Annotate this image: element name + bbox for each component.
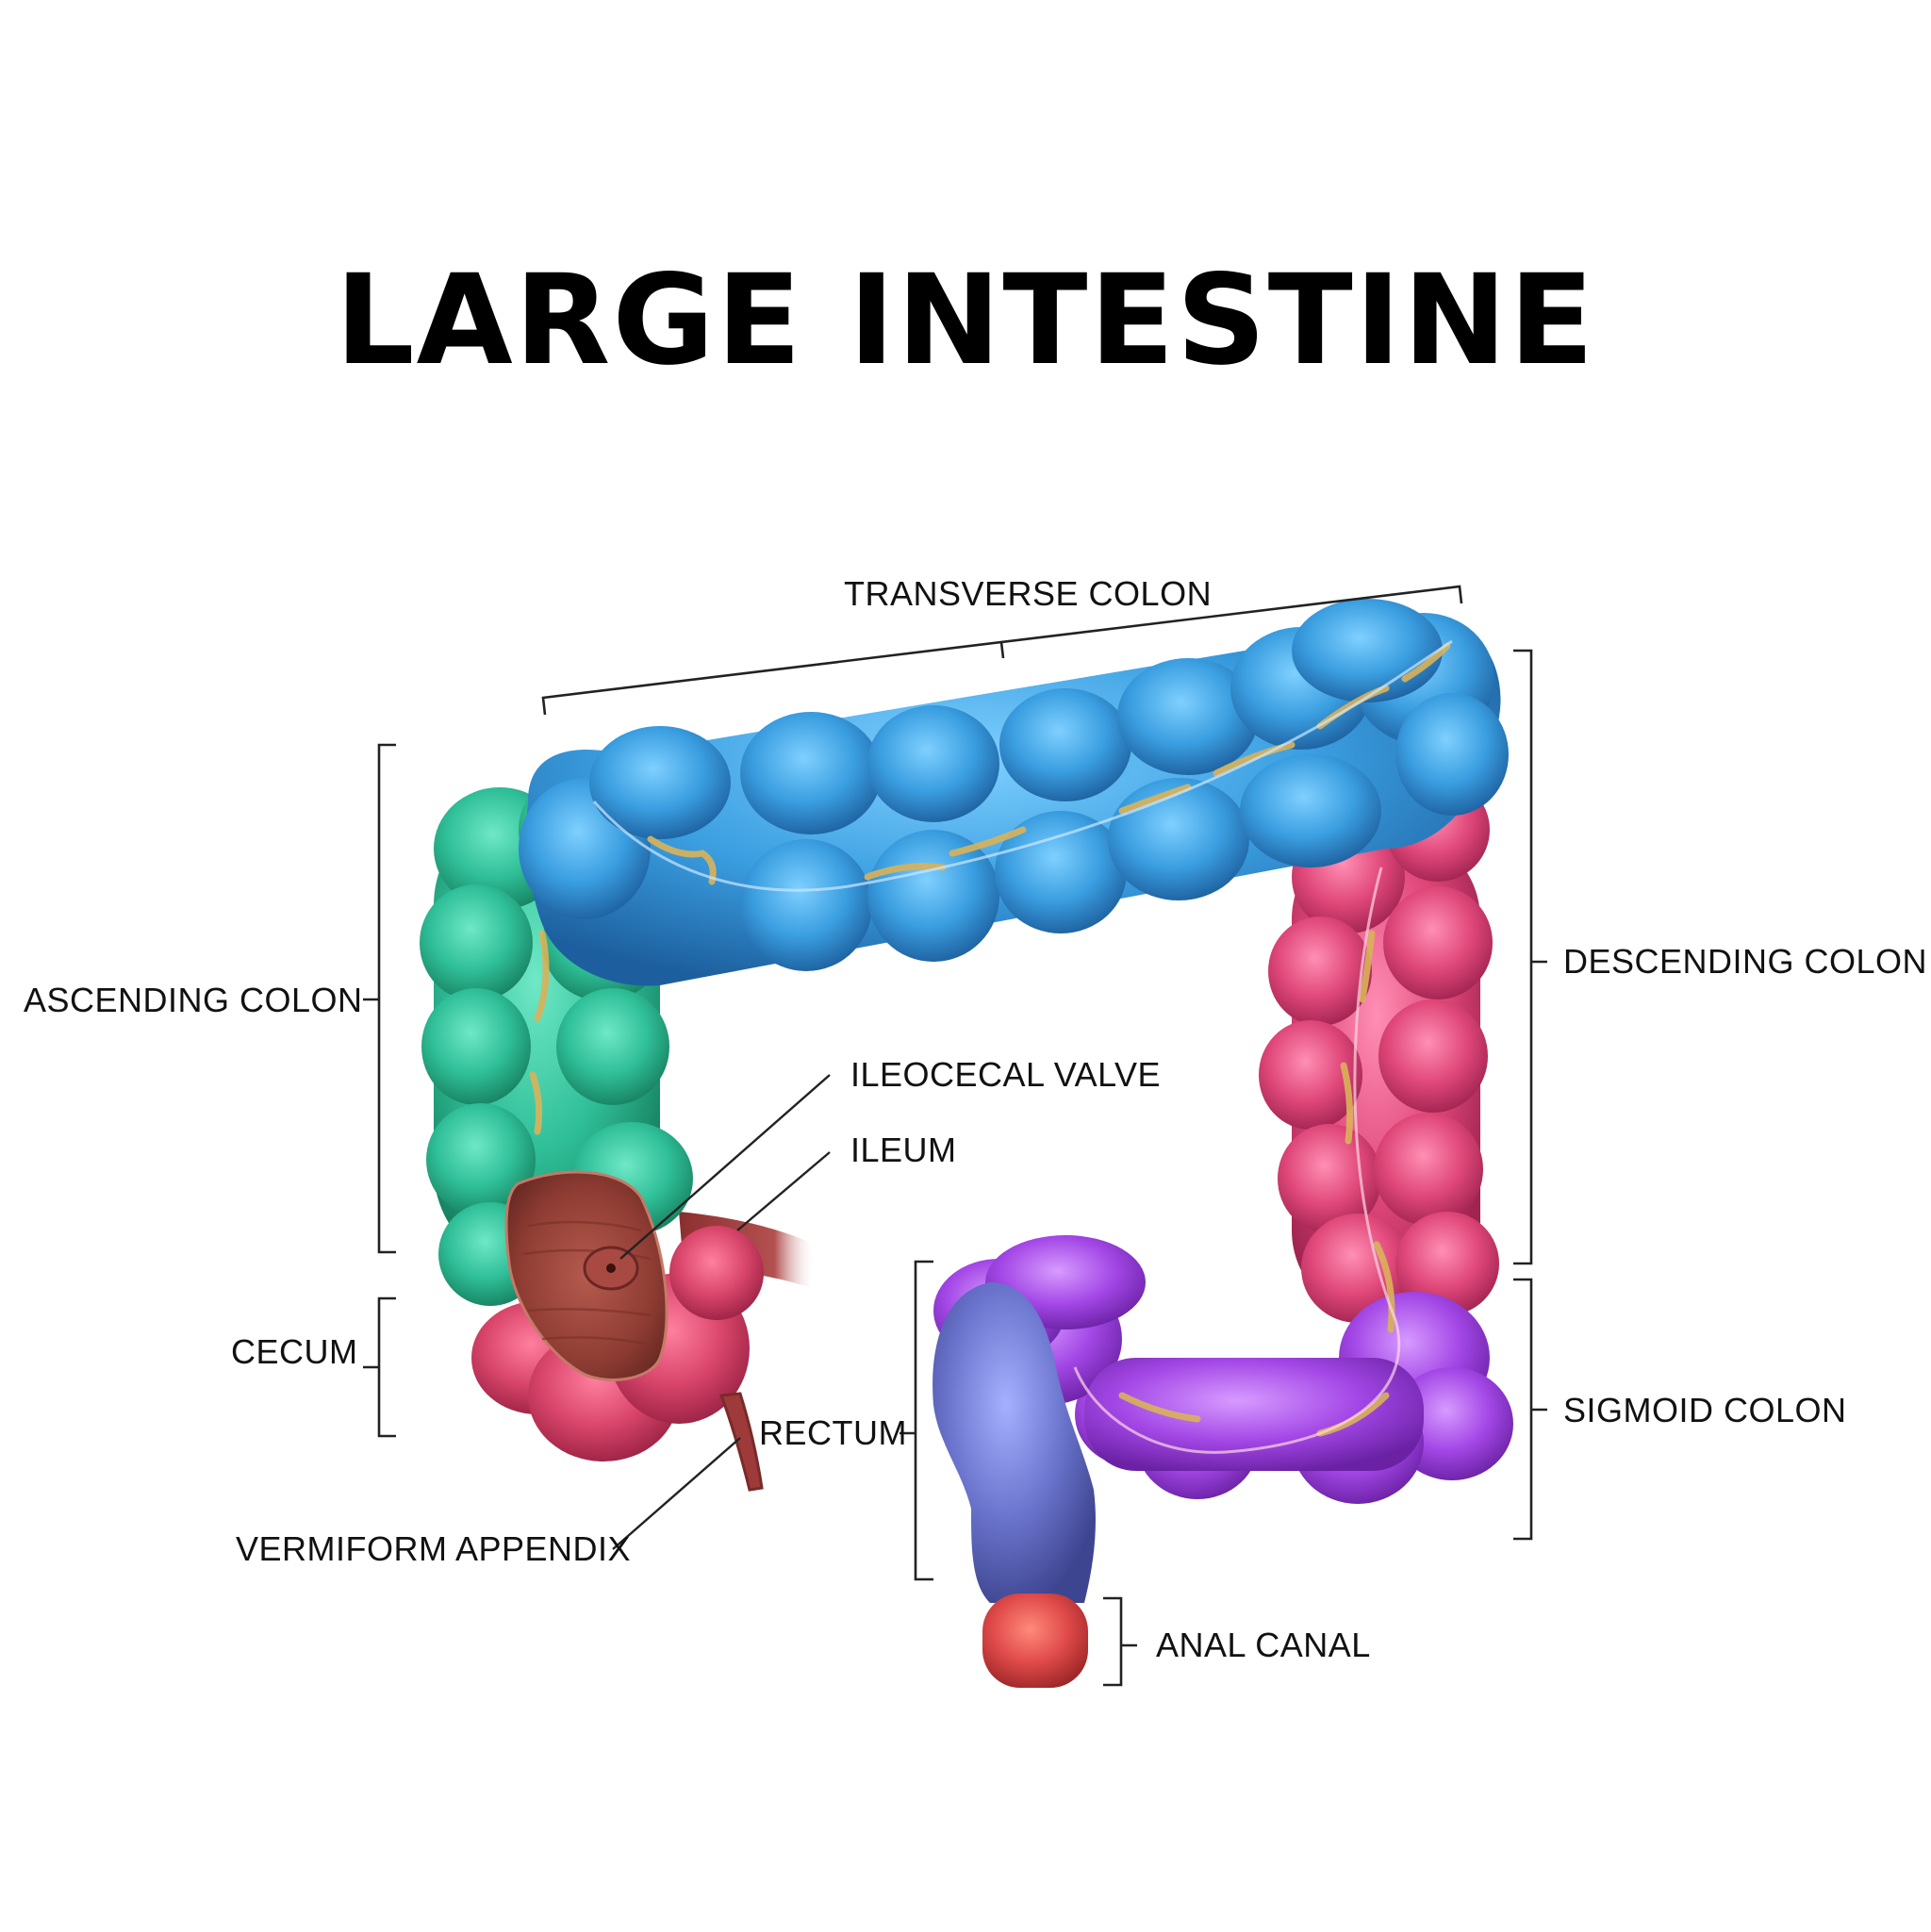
rectum-shape (932, 1282, 1096, 1603)
colon-body (420, 599, 1513, 1688)
ascending-colon-bracket (377, 743, 396, 1254)
rectum-bracket (914, 1260, 933, 1581)
descending-colon-bracket (1513, 649, 1533, 1265)
label-cecum: CECUM (231, 1332, 358, 1371)
label-descending-colon: DESCENDING COLON (1563, 942, 1927, 981)
sigmoid-colon-bracket (1513, 1278, 1533, 1541)
label-ileocecal-valve: ILEOCECAL VALVE (850, 1055, 1161, 1094)
vermiform-appendix-leader (612, 1437, 741, 1550)
anal-canal-shape (982, 1593, 1088, 1688)
label-ileum: ILEUM (850, 1131, 957, 1169)
page-title: LARGE INTESTINE (335, 248, 1595, 393)
brackets (363, 585, 1547, 1687)
label-sigmoid-colon: SIGMOID COLON (1563, 1391, 1847, 1429)
labels: TRANSVERSE COLON ASCENDING COLON DESCEND… (24, 574, 1927, 1664)
anal-canal-bracket (1103, 1596, 1123, 1687)
label-ascending-colon: ASCENDING COLON (24, 981, 363, 1019)
label-transverse-colon: TRANSVERSE COLON (844, 574, 1212, 613)
mesentery-line (592, 639, 1453, 892)
ileum-leader (736, 1151, 831, 1231)
cutaway-folds (522, 1220, 652, 1346)
label-anal-canal: ANAL CANAL (1156, 1626, 1371, 1664)
label-vermiform-appendix: VERMIFORM APPENDIX (236, 1529, 631, 1568)
ileocecal-valve-opening (606, 1263, 616, 1273)
mesentery-line-2 (1073, 867, 1401, 1454)
cecum-bracket (377, 1296, 396, 1438)
label-rectum: RECTUM (759, 1413, 907, 1452)
appendix-shape (718, 1392, 764, 1492)
transverse-colon-tick (999, 641, 1005, 659)
ileocecal-valve-leader (619, 1074, 831, 1260)
leader-lines (612, 1074, 831, 1550)
